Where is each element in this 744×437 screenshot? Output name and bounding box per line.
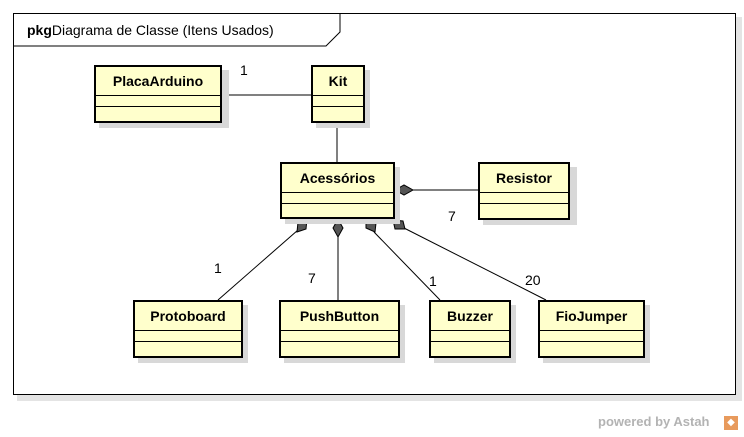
- multiplicity-fiojumper: 20: [525, 272, 541, 288]
- class-name: PushButton: [281, 302, 398, 331]
- attributes-compartment: [135, 331, 241, 342]
- class-name: Protoboard: [135, 302, 241, 331]
- operations-compartment: [282, 204, 393, 214]
- class-name: Acessórios: [282, 164, 393, 193]
- class-kit[interactable]: Kit: [311, 65, 365, 123]
- frame-keyword: pkg: [27, 22, 52, 38]
- astah-logo-icon: ◆: [724, 416, 738, 430]
- class-resistor[interactable]: Resistor: [478, 162, 570, 220]
- multiplicity-buzzer: 1: [429, 273, 437, 289]
- class-pushbutton[interactable]: PushButton: [279, 300, 400, 358]
- attributes-compartment: [540, 331, 643, 342]
- powered-by-footer: powered by Astah: [598, 414, 710, 429]
- multiplicity-protoboard: 1: [214, 260, 222, 276]
- frame-title: pkgDiagrama de Classe (Itens Usados): [27, 22, 274, 38]
- class-acessorios[interactable]: Acessórios: [280, 162, 395, 219]
- operations-compartment: [431, 342, 509, 352]
- class-name: Buzzer: [431, 302, 509, 331]
- attributes-compartment: [281, 331, 398, 342]
- operations-compartment: [313, 107, 363, 117]
- attributes-compartment: [313, 96, 363, 107]
- class-name: Kit: [313, 67, 363, 96]
- operations-compartment: [96, 107, 220, 117]
- class-placa-arduino[interactable]: PlacaArduino: [94, 65, 222, 123]
- frame-tab-outline: [13, 13, 341, 47]
- attributes-compartment: [96, 96, 220, 107]
- comp-protoboard: [217, 229, 299, 301]
- frame-name: Diagrama de Classe (Itens Usados): [51, 22, 274, 38]
- multiplicity-resistor: 7: [448, 208, 456, 224]
- attributes-compartment: [431, 331, 509, 342]
- attributes-compartment: [282, 193, 393, 204]
- attributes-compartment: [480, 193, 568, 204]
- class-protoboard[interactable]: Protoboard: [133, 300, 243, 358]
- comp-buzzer: [373, 231, 441, 301]
- class-name: Resistor: [480, 164, 568, 193]
- class-name: PlacaArduino: [96, 67, 220, 96]
- class-fio-jumper[interactable]: FioJumper: [538, 300, 645, 358]
- operations-compartment: [480, 204, 568, 214]
- operations-compartment: [540, 342, 643, 352]
- operations-compartment: [135, 342, 241, 352]
- operations-compartment: [281, 342, 398, 352]
- multiplicity-placa-kit: 1: [240, 62, 248, 78]
- class-name: FioJumper: [540, 302, 643, 331]
- comp-fiojumper: [403, 227, 547, 301]
- class-buzzer[interactable]: Buzzer: [429, 300, 511, 358]
- multiplicity-pushbutton: 7: [308, 270, 316, 286]
